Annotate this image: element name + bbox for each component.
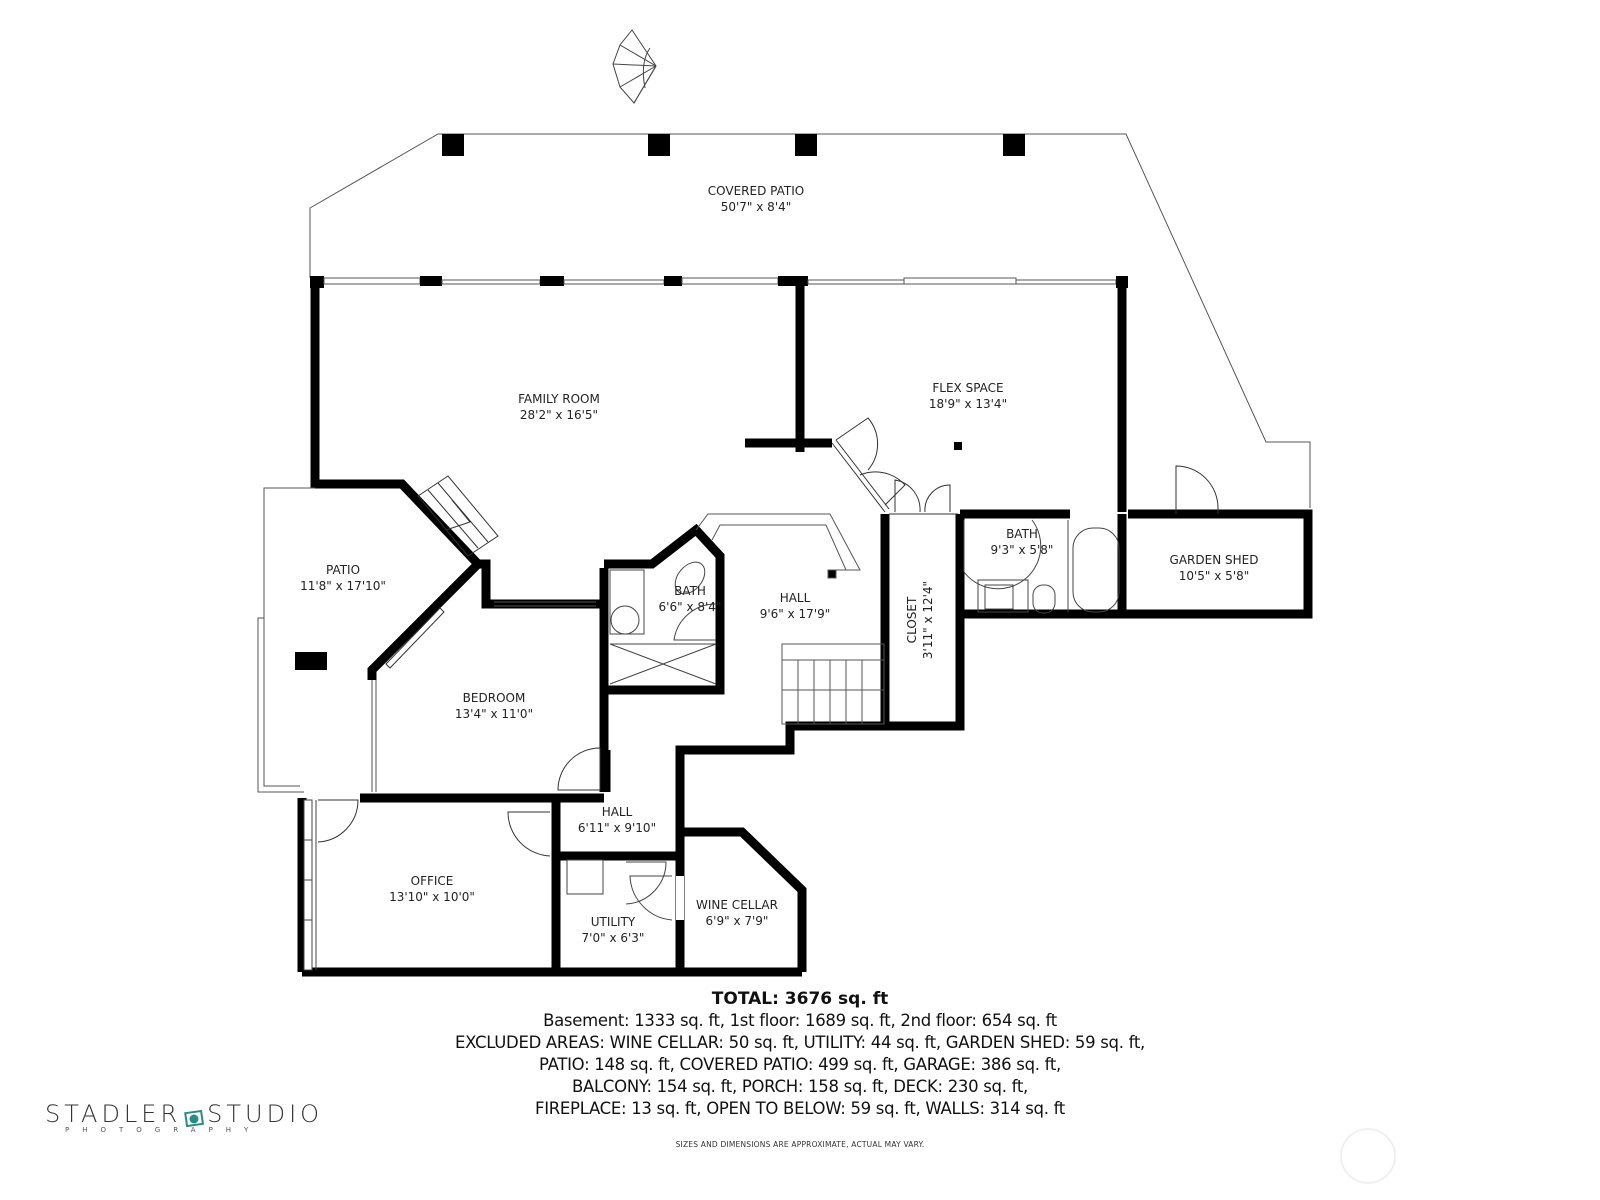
room-name: FLEX SPACE [932, 381, 1004, 395]
room-label-wine-cellar: WINE CELLAR 6'9" x 7'9" [696, 897, 778, 929]
room-label-family-room: FAMILY ROOM 28'2" x 16'5" [518, 391, 600, 423]
closet-doors [889, 479, 958, 515]
room-label-patio: PATIO 11'8" x 17'10" [300, 562, 386, 594]
covered-patio-outline [309, 133, 1311, 508]
counter [695, 513, 861, 579]
area-summary: TOTAL: 3676 sq. ft Basement: 1333 sq. ft… [0, 988, 1600, 1120]
room-dims: 50'7" x 8'4" [720, 200, 792, 214]
bedroom-door [557, 747, 601, 791]
room-dims: 9'3" x 5'8" [990, 543, 1054, 557]
room-name: OFFICE [410, 874, 454, 888]
room-label-bath-2: BATH 9'3" x 5'8" [991, 526, 1054, 558]
total-area: TOTAL: 3676 sq. ft [711, 989, 889, 1009]
office-window [303, 799, 317, 971]
room-dims: 6'6" x 8'4" [658, 600, 722, 614]
room-label-office: OFFICE 13'10" x 10'0" [389, 873, 475, 905]
flex-column [954, 442, 962, 450]
logo-right: STUDIO [207, 1100, 324, 1128]
stairs [781, 643, 885, 725]
logo-left: STADLER [45, 1100, 182, 1128]
room-label-garden-shed: GARDEN SHED 10'5" x 5'8" [1170, 552, 1259, 584]
garden-shed-door [1175, 465, 1219, 514]
room-label-closet: CLOSET 3'11" x 12'4" [904, 581, 936, 659]
room-dims: 13'4" x 11'0" [454, 707, 534, 721]
summary-line: PATIO: 148 sq. ft, COVERED PATIO: 499 sq… [539, 1055, 1061, 1074]
hall2-door [507, 811, 551, 857]
room-name: FAMILY ROOM [518, 392, 600, 406]
room-dims: 13'10" x 10'0" [389, 890, 475, 904]
spiral-stair-icon [612, 29, 657, 104]
bath2-fixtures [963, 519, 1120, 614]
logo-wordmark: STADLER STUDIO [45, 1100, 323, 1128]
patio-grill [295, 652, 327, 670]
room-label-flex-space: FLEX SPACE 18'9" x 13'4" [929, 380, 1007, 412]
room-label-hall-2: HALL 6'11" x 9'10" [578, 804, 656, 836]
room-dims: 6'9" x 7'9" [705, 914, 769, 928]
fireplace [417, 475, 499, 557]
room-dims: 11'8" x 17'10" [300, 579, 386, 593]
disclaimer: SIZES AND DIMENSIONS ARE APPROXIMATE, AC… [675, 1140, 925, 1149]
office-door [317, 799, 359, 843]
room-dims: 3'11" x 12'4" [921, 580, 935, 660]
patio-outline [257, 487, 315, 793]
room-label-bedroom: BEDROOM 13'4" x 11'0" [455, 690, 533, 722]
room-name: CLOSET [905, 596, 919, 644]
room-name: BATH [1006, 527, 1038, 541]
room-name: COVERED PATIO [707, 184, 805, 198]
bedroom-window [371, 607, 445, 792]
room-label-hall-1: HALL 9'6" x 17'9" [760, 590, 831, 622]
room-name: GARDEN SHED [1169, 553, 1259, 567]
room-dims: 7'0" x 6'3" [581, 931, 645, 945]
summary-line: EXCLUDED AREAS: WINE CELLAR: 50 sq. ft, … [455, 1033, 1145, 1052]
room-label-bath-1: BATH 6'6" x 8'4" [659, 583, 722, 615]
room-dims: 28'2" x 16'5" [519, 408, 599, 422]
room-name: WINE CELLAR [696, 898, 778, 912]
top-wall [310, 276, 1128, 288]
walls [297, 280, 1313, 977]
room-dims: 6'11" x 9'10" [577, 821, 657, 835]
room-dims: 18'9" x 13'4" [928, 397, 1008, 411]
camera-icon [184, 1105, 205, 1128]
summary-line: BALCONY: 154 sq. ft, PORCH: 158 sq. ft, … [572, 1077, 1028, 1096]
room-name: UTILITY [590, 915, 636, 929]
room-label-covered-patio: COVERED PATIO 50'7" x 8'4" [708, 183, 804, 215]
room-name: BATH [674, 584, 706, 598]
summary-line: FIREPLACE: 13 sq. ft, OPEN TO BELOW: 59 … [535, 1099, 1065, 1118]
watermark-circle [1340, 1128, 1396, 1184]
logo-subtitle: PHOTOGRAPHY [65, 1126, 262, 1134]
room-name: PATIO [325, 563, 361, 577]
room-dims: 9'6" x 17'9" [759, 607, 831, 621]
room-dims: 10'5" x 5'8" [1178, 569, 1250, 583]
room-name: HALL [601, 805, 633, 819]
room-name: BEDROOM [462, 691, 526, 705]
summary-line: Basement: 1333 sq. ft, 1st floor: 1689 s… [543, 1011, 1057, 1030]
patio-columns [442, 134, 1025, 156]
utility-fixtures [566, 859, 673, 921]
room-label-utility: UTILITY 7'0" x 6'3" [582, 914, 645, 946]
diagonal-door [831, 417, 906, 513]
bath1-fixtures [609, 561, 717, 685]
logo: STADLER STUDIO PHOTOGRAPHY [45, 1100, 323, 1134]
room-name: HALL [779, 591, 811, 605]
bedroom-closet-slider [494, 601, 596, 607]
